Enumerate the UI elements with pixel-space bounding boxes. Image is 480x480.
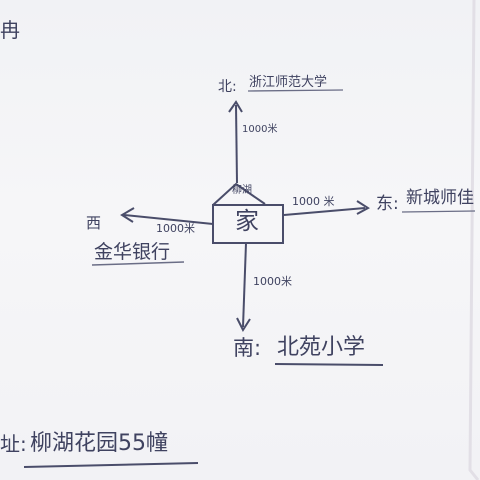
west-underline [91,261,185,266]
north-place-label: 浙江师范大学 [249,75,328,90]
address-underline [23,462,199,468]
east-distance-label: 1000 米 [292,195,335,208]
home-label: 家 [235,207,259,235]
north-distance-label: 1000米 [242,124,278,135]
address-prefix: 址: [0,432,27,456]
north-direction-label: 北: [218,79,237,95]
south-direction-label: 南: [233,336,262,360]
north-arrow-line [235,104,238,184]
north-arrow-head [228,100,243,113]
east-arrow-line [283,207,366,216]
west-arrow-head [120,207,135,223]
east-place-label: 新城师佳 [406,188,474,208]
paper-edge [468,0,480,480]
west-distance-label: 1000米 [156,222,195,235]
east-arrow-head [356,200,370,215]
west-arrow-line [123,214,214,225]
east-direction-label: 东: [376,194,399,214]
south-arrow-line [242,242,247,328]
home-roof [212,182,266,206]
address-text: 柳湖花园55幢 [30,431,168,456]
east-underline [401,210,476,213]
west-direction-label: 西 [86,214,102,232]
north-underline [247,89,344,92]
south-arrow-head [236,317,251,333]
west-place-label: 金华银行 [94,241,171,263]
south-place-label: 北苑小学 [277,335,366,360]
header-fragment: 冉 [0,18,20,42]
home-roof-note: 柳湖 [232,185,252,196]
south-underline [274,363,384,366]
south-distance-label: 1000米 [253,275,292,288]
